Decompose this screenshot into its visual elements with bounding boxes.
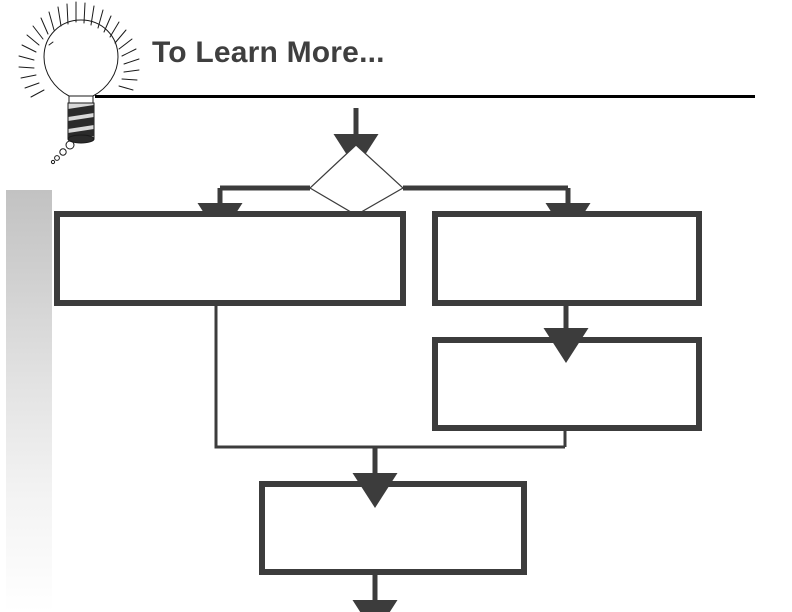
slide-title-text: To Learn More... <box>152 36 385 69</box>
connector-left-to-merge <box>214 303 565 449</box>
title-divider-rule <box>95 95 755 98</box>
connector-decision-to-left <box>197 185 310 238</box>
lightbulb-icon <box>18 1 140 165</box>
decision-node[interactable] <box>309 144 405 216</box>
process-node-right-bottom[interactable] <box>432 337 702 431</box>
process-node-left[interactable] <box>54 211 406 306</box>
process-node-merge[interactable] <box>259 481 527 575</box>
process-node-right-top[interactable] <box>432 211 702 306</box>
gradient-accent-bar <box>6 190 52 612</box>
connector-decision-to-right <box>403 185 591 238</box>
page-title: To Learn More... <box>152 34 752 78</box>
